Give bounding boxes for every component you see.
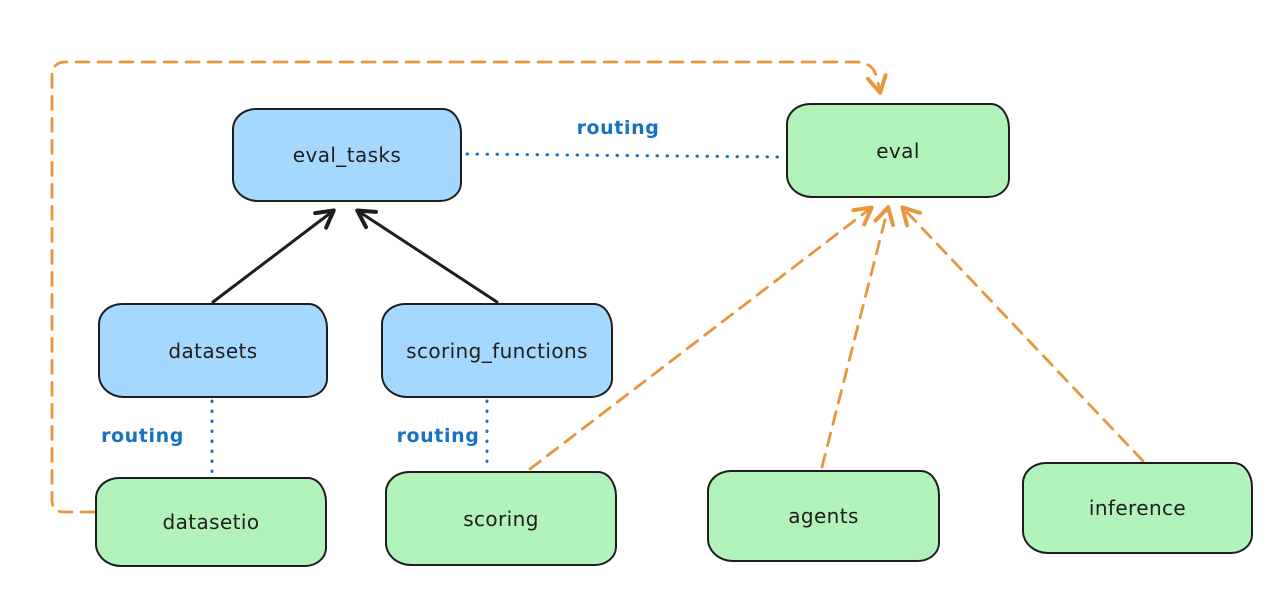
node-eval-label: eval <box>876 138 920 163</box>
edge-datasets-to-eval_tasks <box>211 208 336 304</box>
node-eval: eval <box>786 103 1010 198</box>
node-inference-label: inference <box>1088 496 1187 520</box>
node-datasets: datasets <box>98 303 328 398</box>
edge-scoring_functions-to-eval_tasks <box>355 208 499 304</box>
node-scoring_functions-label: scoring_functions <box>406 338 588 363</box>
node-inference: inference <box>1022 462 1253 554</box>
node-datasetio: datasetio <box>95 477 327 567</box>
node-datasets-label: datasets <box>168 338 258 363</box>
edge-inference-to-eval <box>900 205 1145 463</box>
node-scoring: scoring <box>385 471 617 566</box>
routing-label-datasets-datasetio: routing <box>101 425 184 447</box>
routing-label-eval_tasks-eval: routing <box>576 117 660 139</box>
node-agents-label: agents <box>788 504 859 528</box>
node-scoring_functions: scoring_functions <box>381 303 613 398</box>
node-datasetio-label: datasetio <box>162 510 260 534</box>
node-scoring-label: scoring <box>463 506 539 531</box>
edge-datasetio-to-eval <box>50 60 888 514</box>
routing-label-scoring_functions-scoring: routing <box>396 425 480 447</box>
node-eval_tasks-label: eval_tasks <box>292 143 402 167</box>
edge-agents-to-eval <box>820 205 895 469</box>
edge-eval_tasks-to-eval-routing <box>465 152 785 159</box>
node-agents: agents <box>707 470 940 562</box>
edge-scoring-to-eval <box>528 205 874 471</box>
node-eval_tasks: eval_tasks <box>232 108 462 202</box>
